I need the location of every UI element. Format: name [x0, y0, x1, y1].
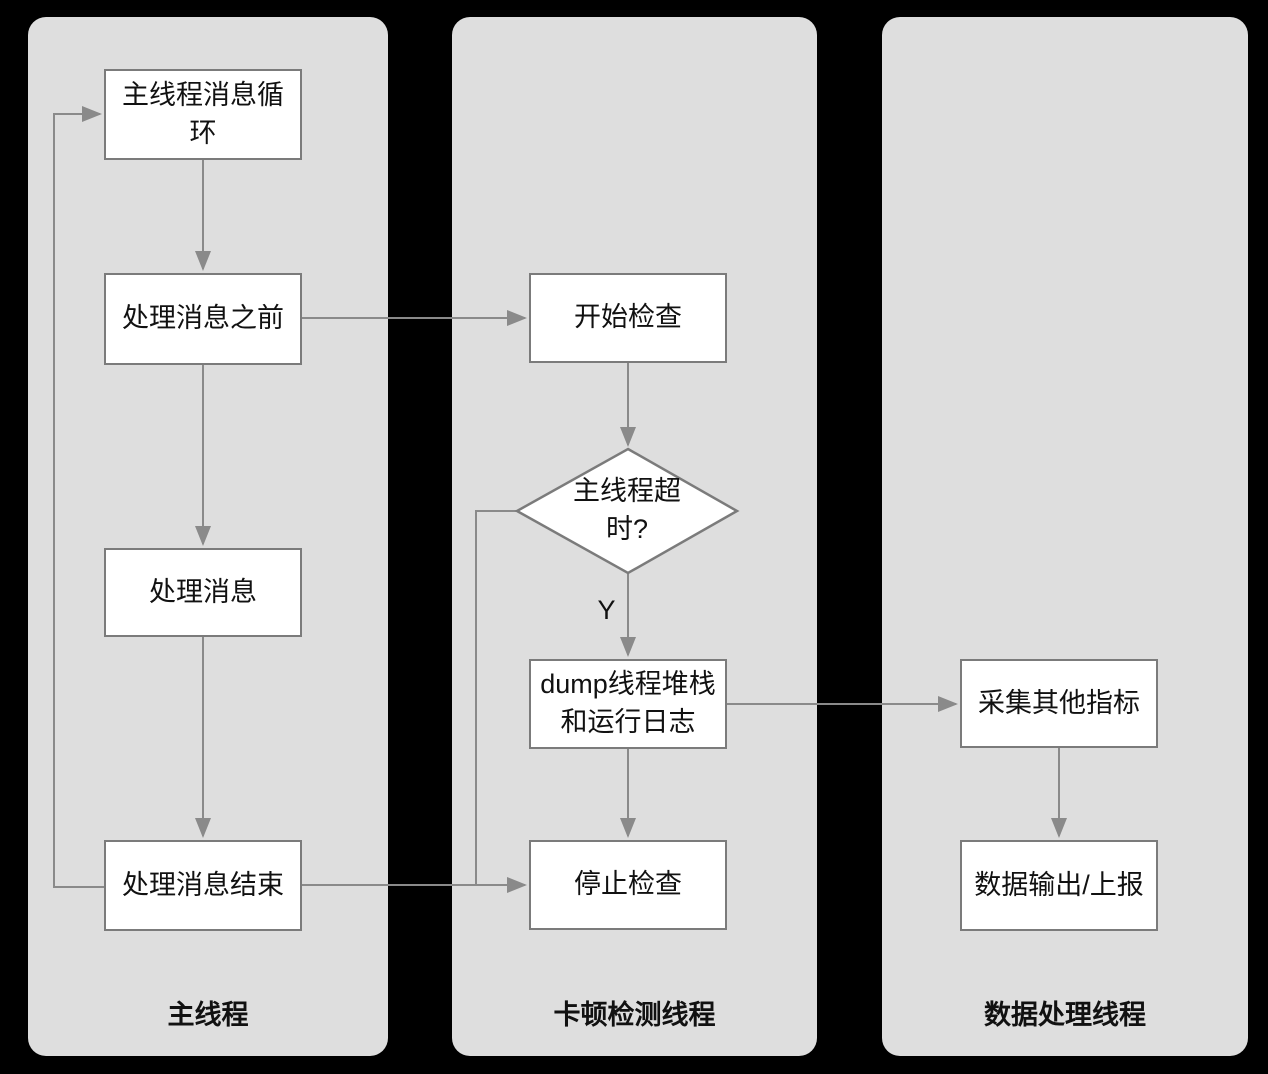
node-label: 开始检查: [574, 302, 682, 333]
node-main-thread-message-loop: 主线程消息循环: [104, 69, 302, 160]
node-label: dump线程堆栈和运行日志: [540, 669, 716, 737]
node-label: 主线程消息循环: [122, 79, 284, 148]
node-label: 采集其他指标: [978, 687, 1140, 718]
lane-label-main-thread: 主线程: [167, 1000, 249, 1030]
node-label: 处理消息: [149, 576, 257, 607]
node-label: 停止检查: [574, 869, 682, 900]
node-label: 处理消息结束: [122, 869, 284, 900]
node-before-handling-message: 处理消息之前: [104, 273, 302, 365]
edge-label-yes: Y: [597, 595, 616, 625]
node-label: 处理消息之前: [122, 303, 284, 334]
node-label: 数据输出/上报: [974, 869, 1144, 900]
node-handle-message-end: 处理消息结束: [104, 840, 302, 931]
lane-label-lag-detection-thread: 卡顿检测线程: [553, 1000, 716, 1030]
node-start-check: 开始检查: [529, 273, 727, 363]
node-stop-check: 停止检查: [529, 840, 727, 930]
node-collect-other-metrics: 采集其他指标: [960, 659, 1158, 748]
node-dump-thread-stack-and-logs: dump线程堆栈和运行日志: [529, 659, 727, 749]
node-handle-message: 处理消息: [104, 548, 302, 637]
lane-label-data-processing-thread: 数据处理线程: [984, 1000, 1146, 1030]
node-data-output-report: 数据输出/上报: [960, 840, 1158, 931]
node-main-thread-timeout-decision: 主线程超时?: [517, 449, 737, 573]
node-label: 主线程超时?: [573, 476, 681, 544]
